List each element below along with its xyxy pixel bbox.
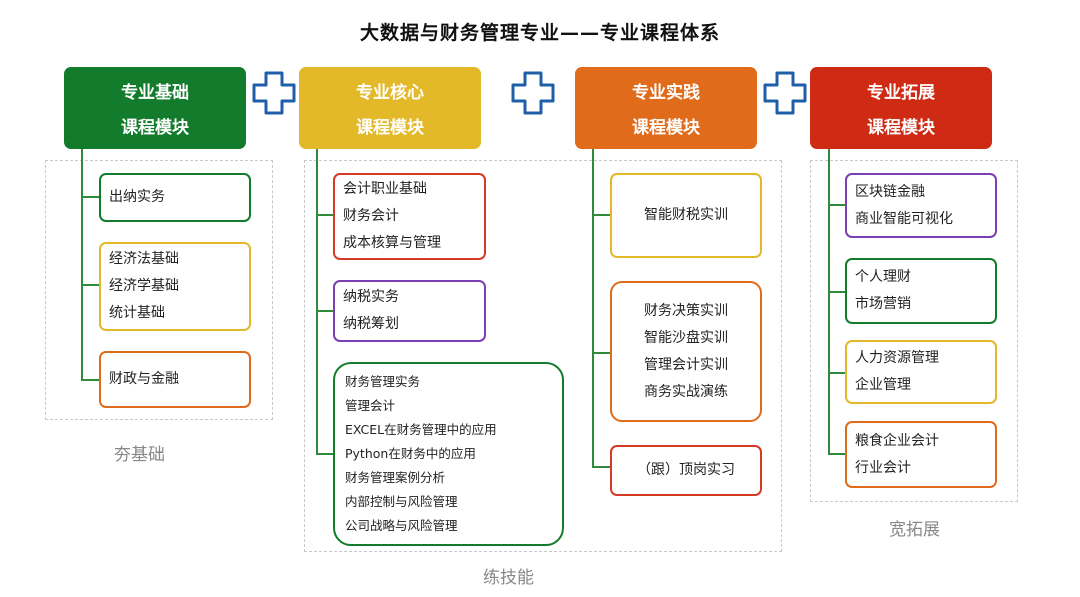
course-item: Python在财务中的应用 [345,446,476,461]
course-item: 经济学基础 [109,278,179,294]
course-item: 市场营销 [855,296,911,312]
course-item: 区块链金融 [855,183,925,200]
course-card: 会计职业基础 财务会计 成本核算与管理 [333,173,486,260]
course-item: 人力资源管理 [855,350,939,366]
course-card: 财政与金融 [99,351,251,408]
course-card: （跟）顶岗实习 [610,445,762,496]
connector-line [592,214,611,216]
connector-line [828,291,846,293]
course-card: 个人理财 市场营销 [845,258,997,324]
connector-line [592,352,611,354]
course-item: 个人理财 [855,269,911,285]
course-card: 区块链金融 商业智能可视化 [845,173,997,238]
course-item: 会计职业基础 [343,181,427,197]
course-item: 出纳实务 [109,189,165,205]
connector-line [81,284,100,286]
group-box-foundation [45,160,273,420]
module-header-practice: 专业实践 课程模块 [575,67,757,149]
connector-line [592,466,611,468]
module-header-foundation: 专业基础 课程模块 [64,67,246,149]
course-item: 经济法基础 [109,251,179,267]
course-item: 行业会计 [855,459,911,476]
module-header-line1: 专业拓展 [867,83,935,103]
course-card: 财务决策实训 智能沙盘实训 管理会计实训 商务实战演练 [610,281,762,422]
module-header-line2: 课程模块 [356,118,424,138]
course-item: 纳税实务 [343,289,399,305]
module-header-line1: 专业实践 [632,83,700,103]
course-item: 管理会计实训 [644,356,728,373]
course-card: 财务管理实务 管理会计 EXCEL在财务管理中的应用 Python在财务中的应用… [333,362,564,546]
connector-line [316,310,334,312]
footer-label-extension: 宽拓展 [889,520,940,540]
course-item: 粮食企业会计 [855,432,939,449]
course-card: 人力资源管理 企业管理 [845,340,997,404]
footer-label-foundation: 夯基础 [114,445,165,465]
course-card: 出纳实务 [99,173,251,222]
course-card: 经济法基础 经济学基础 统计基础 [99,242,251,331]
course-item: 智能财税实训 [644,207,728,223]
footer-label-skills: 练技能 [483,568,534,588]
course-item: 财务管理实务 [345,374,421,389]
plus-icon [763,71,807,115]
connector-line [316,214,334,216]
course-item: 财务会计 [343,208,399,224]
course-item: 管理会计 [345,398,396,413]
course-item: 财务管理案例分析 [345,470,446,485]
connector-line [592,149,594,467]
module-header-line2: 课程模块 [632,118,700,138]
course-item: 商务实战演练 [644,383,728,400]
module-header-line2: 课程模块 [867,118,935,138]
module-header-line2: 课程模块 [121,118,189,138]
connector-line [828,204,846,206]
course-item: 公司战略与风险管理 [345,518,458,533]
course-item: EXCEL在财务管理中的应用 [345,422,497,437]
connector-line [81,196,100,198]
connector-line [316,453,334,455]
group-box-core-practice [304,160,782,552]
connector-line [828,372,846,374]
course-item: 内部控制与风险管理 [345,494,458,509]
course-item: 商业智能可视化 [855,210,953,227]
group-box-extension [810,160,1018,502]
connector-line [828,453,846,455]
course-card: 纳税实务 纳税筹划 [333,280,486,342]
course-item: 智能沙盘实训 [644,329,728,346]
plus-icon [511,71,555,115]
connector-line [81,149,83,380]
module-header-core: 专业核心 课程模块 [299,67,481,149]
course-item: 企业管理 [855,377,911,393]
diagram-title: 大数据与财务管理专业——专业课程体系 [359,22,720,44]
course-item: 纳税筹划 [343,316,399,332]
connector-line [316,149,318,454]
course-item: 统计基础 [109,305,165,321]
connector-line [81,379,100,381]
course-item: 财务决策实训 [644,302,728,319]
connector-line [828,149,830,454]
module-header-line1: 专业基础 [121,83,189,103]
module-header-extension: 专业拓展 课程模块 [810,67,992,149]
course-card: 粮食企业会计 行业会计 [845,421,997,488]
plus-icon [252,71,296,115]
course-item: 成本核算与管理 [343,235,441,251]
course-item: （跟）顶岗实习 [637,462,735,478]
module-header-line1: 专业核心 [356,83,424,103]
course-card: 智能财税实训 [610,173,762,258]
course-item: 财政与金融 [109,371,179,387]
